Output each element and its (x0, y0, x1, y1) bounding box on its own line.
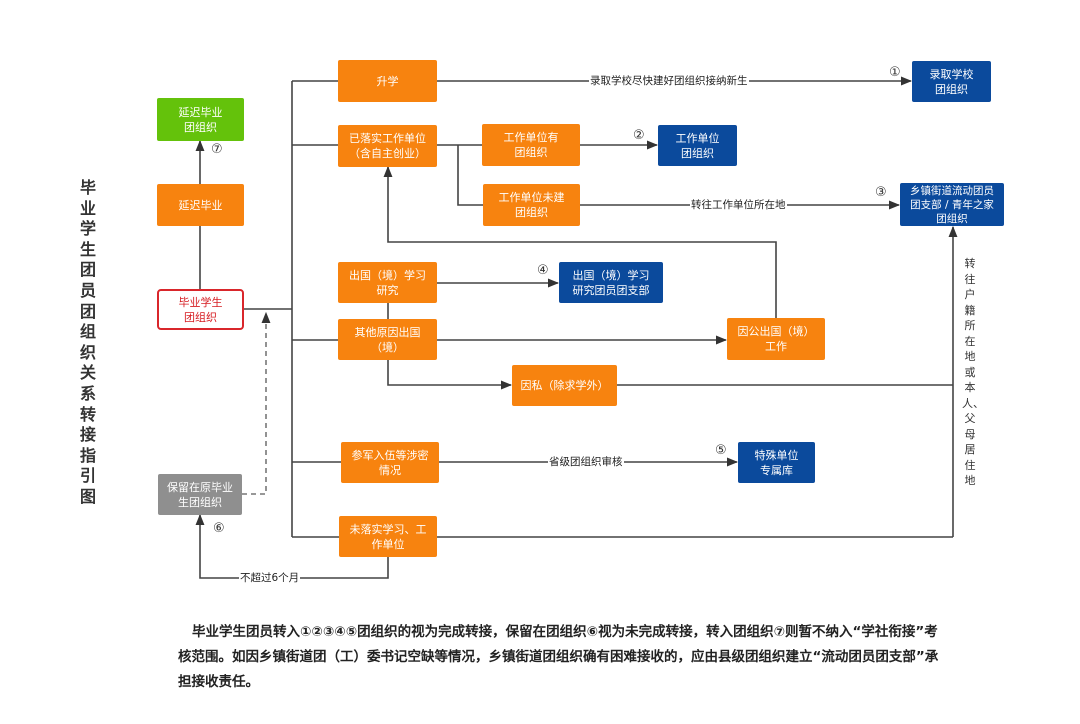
node-other-abroad: 其他原因出国 （境） (338, 319, 437, 360)
node-employed: 已落实工作单位 （含自主创业） (338, 125, 437, 167)
node-military: 参军入伍等涉密 情况 (341, 442, 439, 483)
footnote: 毕业学生团员转入①②③④⑤团组织的视为完成转接，保留在团组织⑥视为未完成转接，转… (178, 624, 939, 690)
node-delay-grad-org: 延迟毕业 团组织 (157, 98, 244, 141)
marker-7: ⑦ (211, 142, 223, 157)
edge-label-to-household: 转往户籍所在地或本人、父母居住地 (962, 257, 984, 487)
edge-label-to-employer-location: 转往工作单位所在地 (690, 199, 787, 212)
node-official-abroad: 因公出国（境） 工作 (727, 318, 825, 360)
edge-retain-to-source-dashed (242, 311, 271, 495)
marker-3: ③ (875, 185, 887, 200)
marker-5: ⑤ (715, 443, 727, 458)
marker-2: ② (633, 128, 645, 143)
edge-label-provincial-review: 省级团组织审核 (548, 456, 624, 469)
node-delay-grad: 延迟毕业 (157, 184, 244, 226)
node-private-abroad: 因私（除求学外） (512, 365, 617, 406)
node-further-study: 升学 (338, 60, 437, 102)
node-employer-no-org: 工作单位未建 团组织 (483, 184, 580, 226)
node-special-unit: 特殊单位 专属库 (738, 442, 815, 483)
node-abroad-study: 出国（境）学习 研究 (338, 262, 437, 303)
node-admission-school-org: 录取学校 团组织 (912, 61, 991, 102)
node-employer-has-org: 工作单位有 团组织 (482, 124, 580, 166)
node-retain-org: 保留在原毕业 生团组织 (158, 474, 242, 515)
marker-4: ④ (537, 263, 549, 278)
node-source-org: 毕业学生 团组织 (157, 289, 244, 330)
marker-6: ⑥ (213, 521, 225, 536)
node-unemployed: 未落实学习、工 作单位 (339, 516, 437, 557)
node-employer-org: 工作单位 团组织 (658, 125, 737, 166)
edge-label-max-six-months: 不超过6个月 (239, 572, 301, 585)
marker-1: ① (889, 65, 901, 80)
edge-label-admission: 录取学校尽快建好团组织接纳新生 (589, 75, 749, 88)
edge-other-abroad-private (387, 360, 513, 390)
node-township-org: 乡镇街道流动团员 团支部 / 青年之家 团组织 (900, 183, 1004, 226)
diagram-title: 毕业学生团员团组织关系转接指引图 (79, 178, 96, 506)
node-abroad-branch: 出国（境）学习 研究团员团支部 (559, 262, 663, 303)
edge-employed-no-org (457, 145, 483, 206)
edge-official-to-employed (383, 165, 777, 318)
